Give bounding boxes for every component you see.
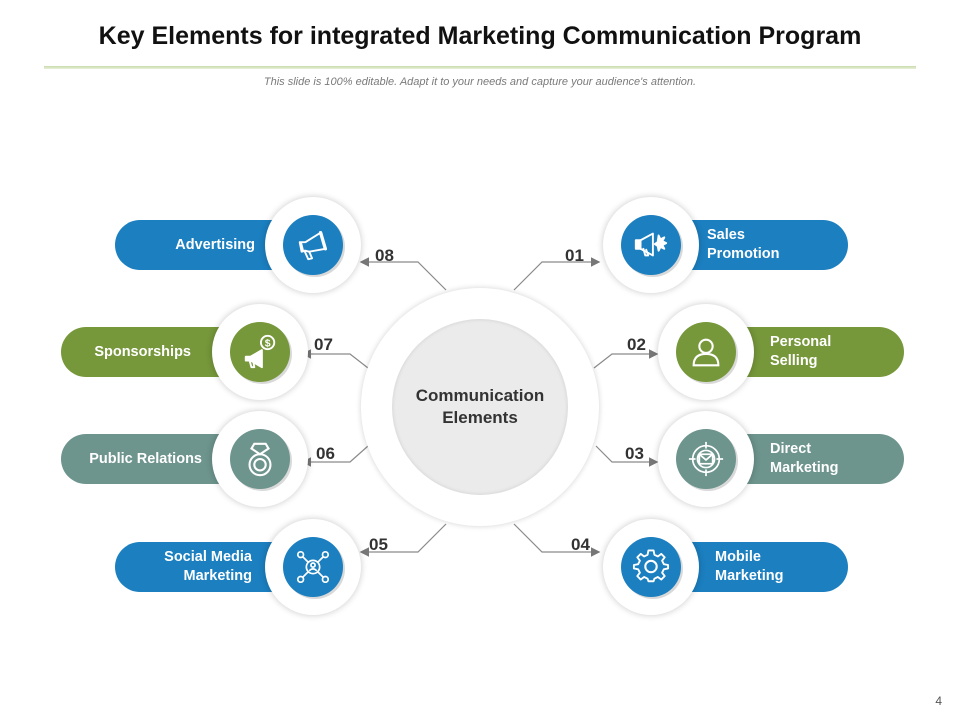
- item-label-line1: Public Relations: [89, 450, 202, 467]
- connector-02: [593, 349, 659, 369]
- hub-label-line2: Elements: [442, 408, 518, 427]
- item-label-line2: Selling: [770, 353, 818, 369]
- connector-03: [595, 445, 659, 467]
- item-label-line2: Marketing: [770, 460, 839, 476]
- item-label-line1: Direct: [770, 441, 812, 457]
- icon-ring-08: [265, 197, 361, 293]
- item-label-line1: Personal: [770, 334, 832, 350]
- connector-04: [513, 523, 601, 557]
- icon-ring-01: [603, 197, 699, 293]
- person-icon: [676, 322, 736, 382]
- megaphone-icon: [283, 215, 343, 275]
- dollar-megaphone-icon: $: [230, 322, 290, 382]
- page-number: 4: [935, 694, 942, 708]
- icon-ring-02: [658, 304, 754, 400]
- icon-ring-06: [212, 411, 308, 507]
- icon-ring-07: $: [212, 304, 308, 400]
- item-number-06: 06: [316, 444, 335, 463]
- icon-ring-04: [603, 519, 699, 615]
- item-label-line2: Promotion: [707, 246, 780, 262]
- hub-label-line1: Communication: [415, 386, 545, 405]
- item-label-line1: Sponsorships: [94, 343, 191, 360]
- item-number-04: 04: [571, 535, 590, 554]
- connector-01: [513, 257, 601, 291]
- slide-subtitle: This slide is 100% editable. Adapt it to…: [263, 76, 697, 88]
- ring-icon: [230, 429, 290, 489]
- item-number-02: 02: [627, 335, 646, 354]
- item-label-line2: Marketing: [715, 568, 784, 584]
- icon-ring-05: [265, 519, 361, 615]
- slide-title: Key Elements for integrated Marketing Co…: [98, 22, 862, 50]
- network-person-icon: [283, 537, 343, 597]
- megaphone-burst-icon: [621, 215, 681, 275]
- target-envelope-icon: [676, 429, 736, 489]
- item-number-01: 01: [565, 246, 584, 265]
- item-label-line1: Mobile: [715, 549, 761, 565]
- item-label-line1: Sales: [707, 227, 745, 243]
- icon-ring-03: [658, 411, 754, 507]
- item-label-line2: Marketing: [183, 568, 253, 584]
- gear-icon: [621, 537, 681, 597]
- item-label-line1: Social Media: [164, 549, 252, 565]
- connector-08: [359, 257, 447, 291]
- item-number-08: 08: [375, 246, 394, 265]
- item-number-07: 07: [314, 335, 333, 354]
- item-label-line1: Advertising: [175, 236, 255, 253]
- hub-center: Communication Elements: [392, 319, 568, 495]
- connector-05: [359, 523, 447, 557]
- item-number-05: 05: [369, 535, 388, 554]
- item-number-03: 03: [625, 444, 644, 463]
- connector-07: [301, 349, 369, 369]
- svg-text:$: $: [265, 338, 271, 349]
- title-underline: [44, 66, 916, 69]
- connector-06: [301, 445, 369, 467]
